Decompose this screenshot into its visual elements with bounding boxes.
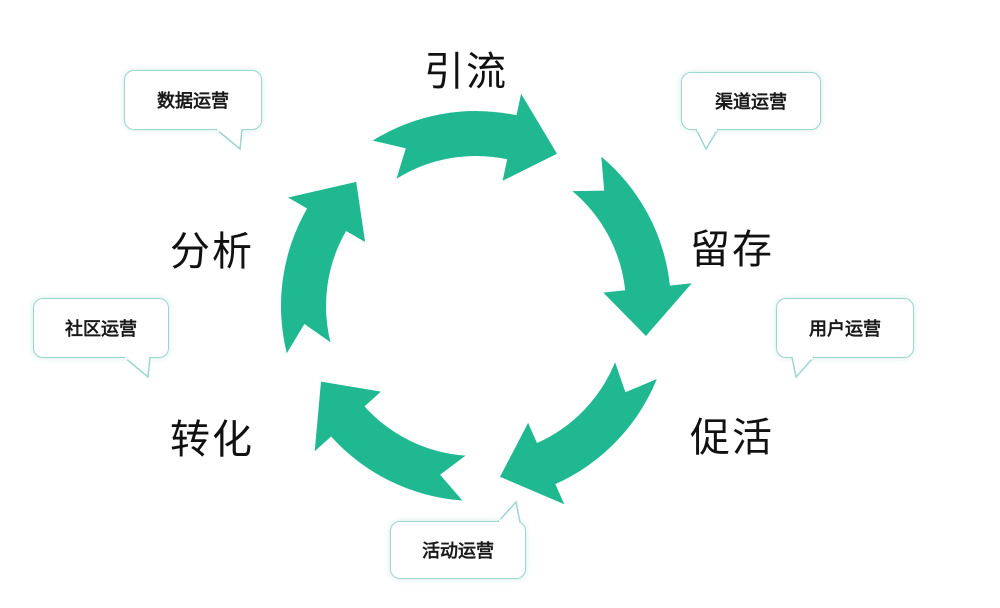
bubble-data: 数据运营: [124, 70, 262, 130]
bubble-activity-label: 活动运营: [422, 541, 494, 562]
bubble-data-tail: [215, 128, 243, 151]
bubble-channel: 渠道运营: [681, 72, 821, 130]
bubble-channel-tail: [695, 128, 719, 151]
cycle-arrow-2: [572, 156, 692, 336]
bubble-community-label: 社区运营: [65, 319, 137, 340]
bubble-user: 用户运营: [776, 298, 914, 358]
cycle-arrow-3: [500, 362, 657, 505]
bubble-data-label: 数据运营: [157, 91, 229, 112]
stage-label-liucun: 留存: [690, 227, 774, 273]
cycle-arrow-1: [372, 93, 557, 181]
stage-label-fenxi: 分析: [170, 229, 254, 275]
stage-label-cuhuo: 促活: [690, 415, 774, 461]
bubble-channel-label: 渠道运营: [715, 92, 787, 113]
bubble-activity: 活动运营: [390, 521, 526, 579]
stage-label-zhuanhua: 转化: [170, 417, 254, 463]
cycle-arrow-4: [314, 381, 466, 501]
bubble-community: 社区运营: [33, 298, 169, 358]
bubble-community-tail: [123, 356, 151, 379]
stage-label-yinliu: 引流: [424, 49, 508, 95]
cycle-arrow-5: [280, 181, 366, 354]
bubble-activity-tail: [497, 500, 521, 523]
bubble-user-tail: [791, 356, 815, 379]
bubble-user-label: 用户运营: [809, 319, 881, 340]
